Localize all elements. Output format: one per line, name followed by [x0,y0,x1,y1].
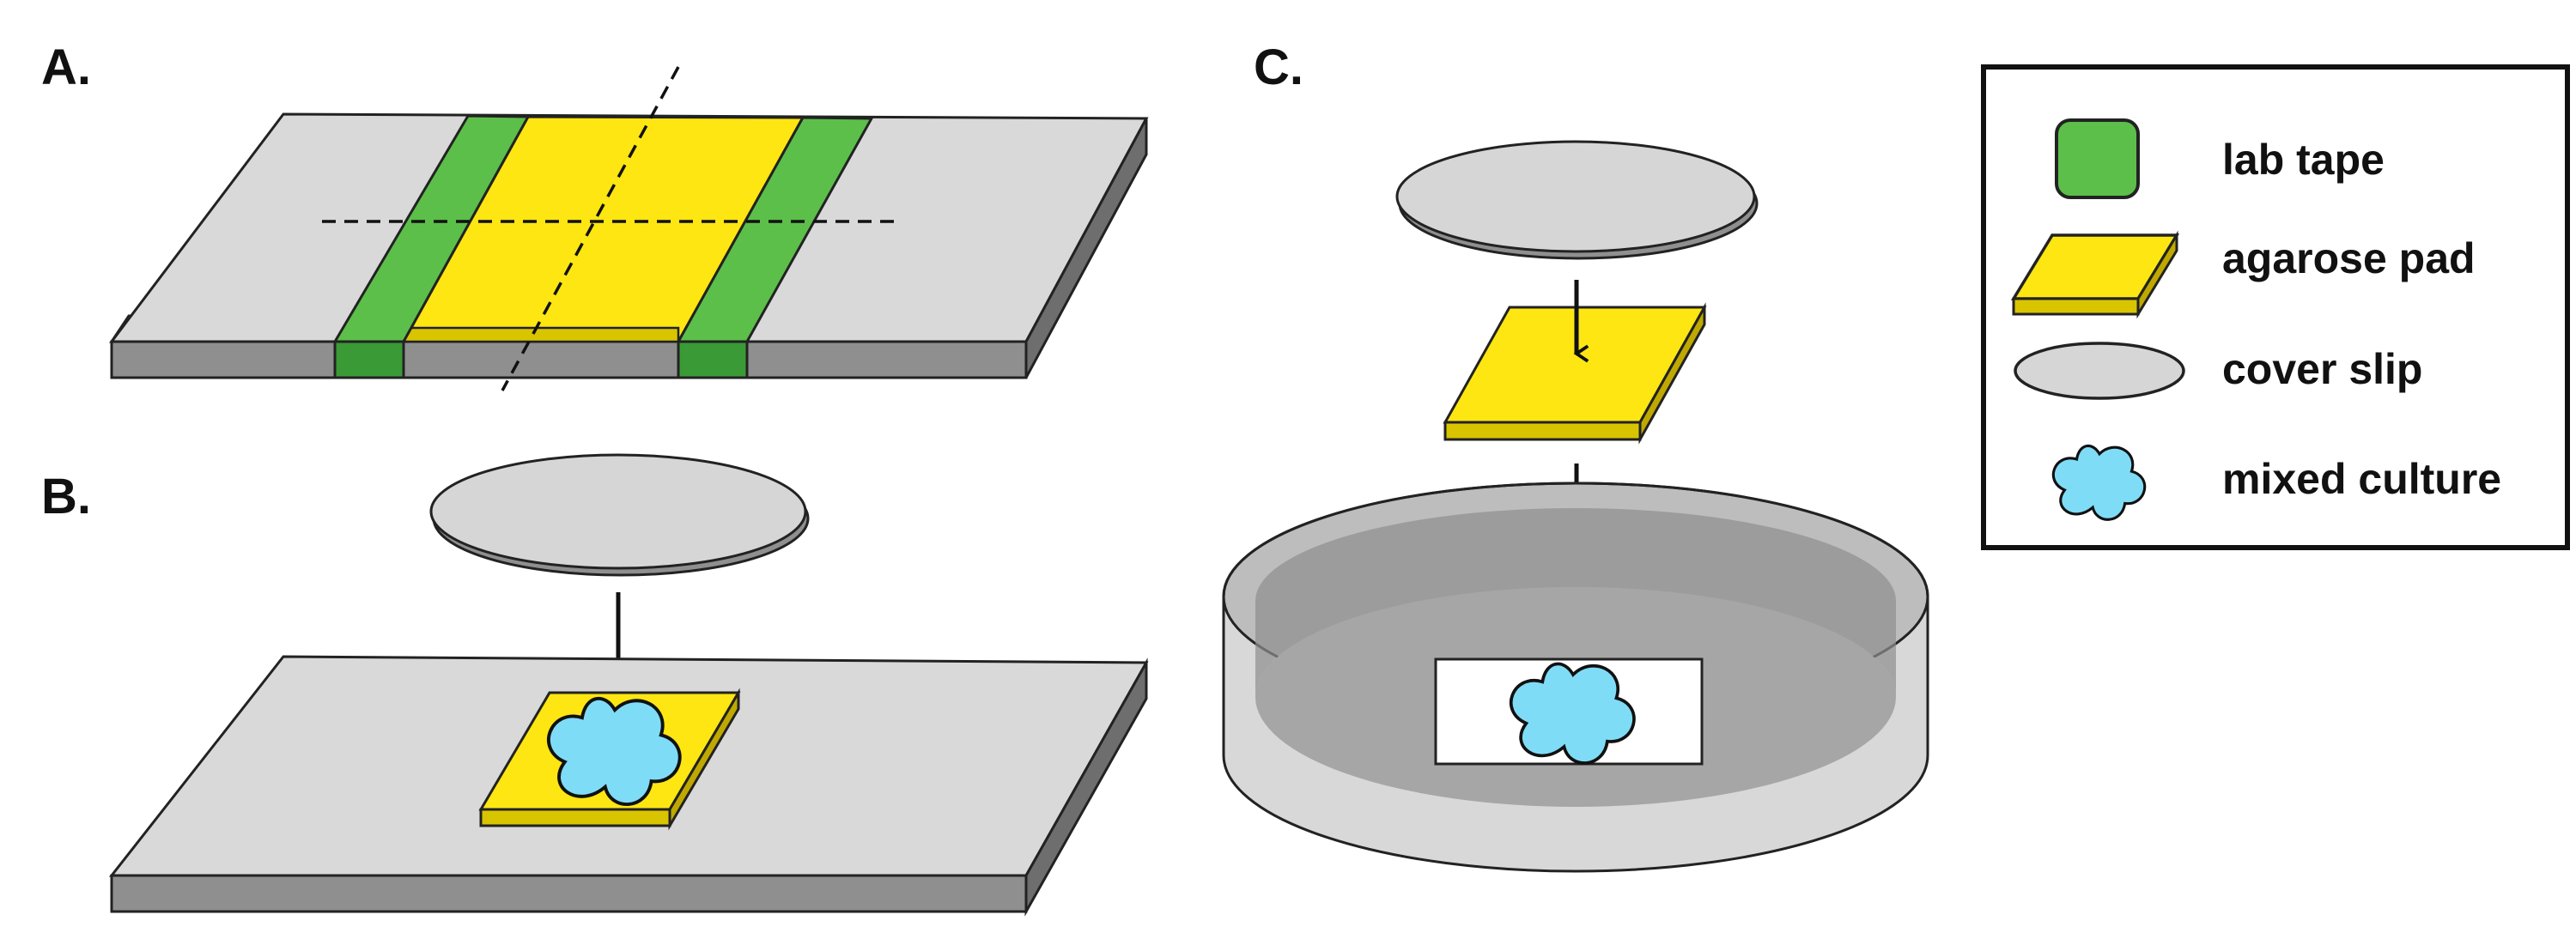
slide-right-side [1024,118,1148,379]
petri-dish [1222,482,1929,873]
legend-label-cover-slip: cover slip [2222,345,2422,393]
lab-tape-left-side [333,340,405,379]
panel-c-cover-slip [1395,140,1756,253]
panel-c: C. [1222,39,1929,873]
panel-a-label: A. [41,39,91,95]
legend: lab tape agarose pad cover slip mixed cu… [1981,64,2570,550]
panel-b-slide-front-side [110,874,1028,913]
lab-tape-swatch-icon [2055,118,2140,199]
panel-b-label: B. [41,469,91,524]
lab-tape-right-side [677,340,749,379]
legend-label-mixed-culture: mixed culture [2222,455,2501,503]
panel-a-agarose-side [402,326,680,343]
panel-b-agarose-pad-side [479,808,671,827]
cover-slip-swatch-icon [2014,342,2185,400]
panel-b: B. [41,453,1149,917]
legend-label-agarose-pad: agarose pad [2222,234,2476,282]
slide-front-side [110,340,1028,379]
panel-a: A. [41,39,1149,391]
panel-c-agarose-pad-side [1443,421,1642,441]
panel-b-cover-slip [429,453,807,570]
cut-line-diagonal [501,66,680,391]
panel-c-label: C. [1254,39,1303,95]
panel-b-slide-right-side [1024,657,1148,917]
legend-label-lab-tape: lab tape [2222,136,2385,184]
